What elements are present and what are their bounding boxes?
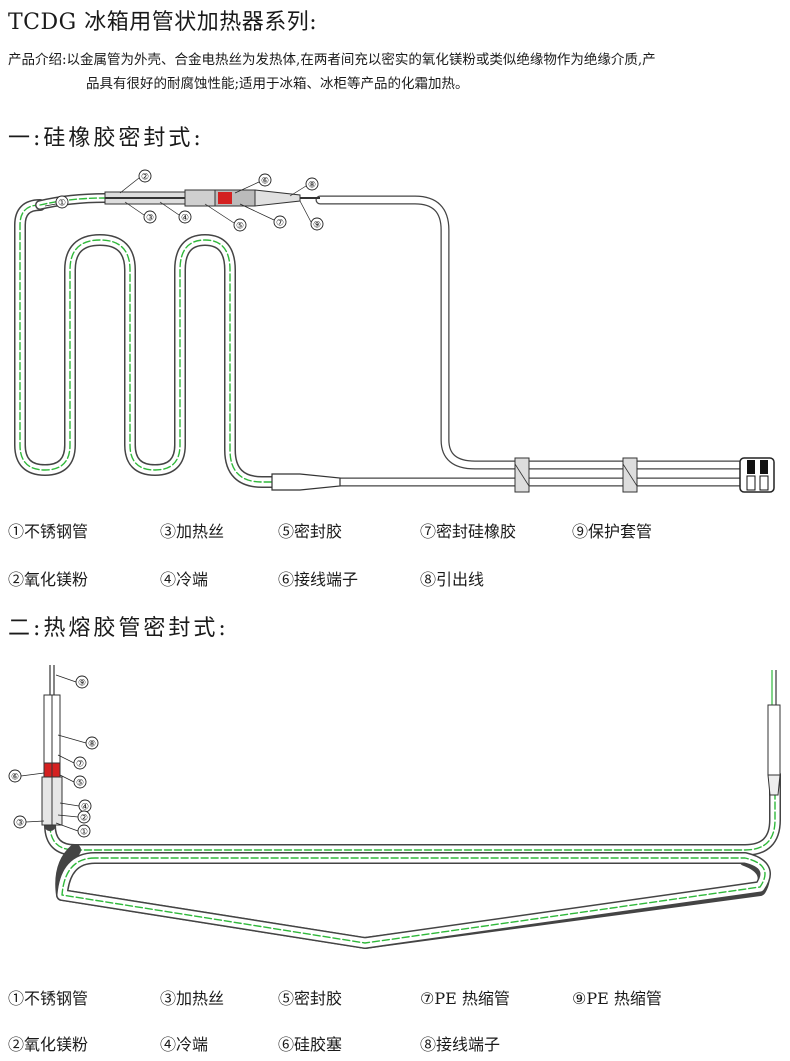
intro-line-1: 产品介绍:以金属管为外壳、合金电热丝为发热体,在两者间充以密实的氧化镁粉或类似绝… — [8, 52, 656, 68]
callout-9: ⑨ — [313, 221, 321, 231]
lead-right — [767, 670, 781, 796]
callout-1: ① — [80, 828, 88, 838]
callout-3: ③ — [16, 819, 24, 829]
callout-2: ② — [141, 173, 149, 183]
seal-assembly-left — [41, 665, 63, 826]
callout-7: ⑦ — [76, 760, 84, 770]
connector-plug — [739, 457, 775, 493]
callout-2: ② — [80, 814, 88, 824]
callout-8: ⑧ — [88, 740, 96, 750]
callout-6: ⑥ — [11, 773, 19, 783]
lead-wire-upper — [315, 195, 750, 470]
seal-assembly-top — [104, 189, 320, 207]
heater-tube-loop — [44, 799, 770, 949]
section-1-title: 一:硅橡胶密封式: — [8, 126, 204, 151]
product-intro: 产品介绍:以金属管为外壳、合金电热丝为发热体,在两者间充以密实的氧化镁粉或类似绝… — [8, 48, 783, 96]
callout-4: ④ — [81, 803, 89, 813]
legend-item: ②氧化镁粉 — [8, 570, 89, 589]
legend-item: ⑧引出线 — [420, 570, 485, 589]
legend-item: ⑥接线端子 — [278, 570, 359, 589]
section-1-legend: ①不锈钢管 ③加热丝 ⑤密封胶 ⑦密封硅橡胶 ⑨保护套管 ②氧化镁粉 ④冷端 ⑥… — [0, 518, 790, 589]
heater-tube — [44, 769, 781, 856]
callout-5: ⑤ — [76, 779, 84, 789]
legend-item: ⑨PE 热缩管 — [572, 989, 662, 1008]
callout-7: ⑦ — [276, 219, 284, 229]
section-2-legend: ①不锈钢管 ③加热丝 ⑤密封胶 ⑦PE 热缩管 ⑨PE 热缩管 ②氧化镁粉 ④冷… — [0, 985, 790, 1055]
legend-item: ②氧化镁粉 — [8, 1035, 89, 1054]
legend-item: ⑨保护套管 — [572, 522, 653, 541]
legend-item: ①不锈钢管 — [8, 989, 89, 1008]
callout-1: ① — [58, 199, 66, 209]
callout-6: ⑥ — [261, 177, 269, 187]
section-2-title: 二:热熔胶管密封式: — [8, 616, 229, 641]
legend-item: ③加热丝 — [160, 989, 225, 1008]
heater-tube — [14, 199, 306, 488]
page-title: TCDG 冰箱用管状加热器系列: — [8, 10, 318, 35]
legend-item: ①不锈钢管 — [8, 522, 89, 541]
intro-line-2: 品具有很好的耐腐蚀性能;适用于冰箱、冰柜等产品的化霜加热。 — [86, 76, 469, 92]
legend-item: ④冷端 — [160, 1035, 209, 1054]
callout-3: ③ — [146, 214, 154, 224]
callout-8: ⑧ — [308, 181, 316, 191]
protective-sleeve — [271, 473, 341, 491]
legend-item: ⑦PE 热缩管 — [420, 989, 510, 1008]
callout-5: ⑤ — [236, 222, 244, 232]
silicone-sealed-heater-diagram: ① ② ③ ④ ⑤ ⑥ ⑦ ⑧ ⑨ — [14, 169, 775, 493]
legend-item: ⑥硅胶塞 — [278, 1035, 343, 1054]
legend-item: ⑧接线端子 — [420, 1035, 501, 1054]
legend-item: ⑤密封胶 — [278, 522, 343, 541]
callout-9: ⑨ — [78, 679, 86, 689]
legend-item: ⑦密封硅橡胶 — [420, 522, 517, 541]
legend-item: ④冷端 — [160, 570, 209, 589]
legend-item: ⑤密封胶 — [278, 989, 343, 1008]
legend-item: ③加热丝 — [160, 522, 225, 541]
heater-wire — [19, 204, 301, 483]
hotmelt-sealed-heater-diagram: ⑨ ⑧ ⑦ ⑥ ⑤ ④ ② ③ ① — [8, 665, 781, 949]
callout-4: ④ — [181, 214, 189, 224]
